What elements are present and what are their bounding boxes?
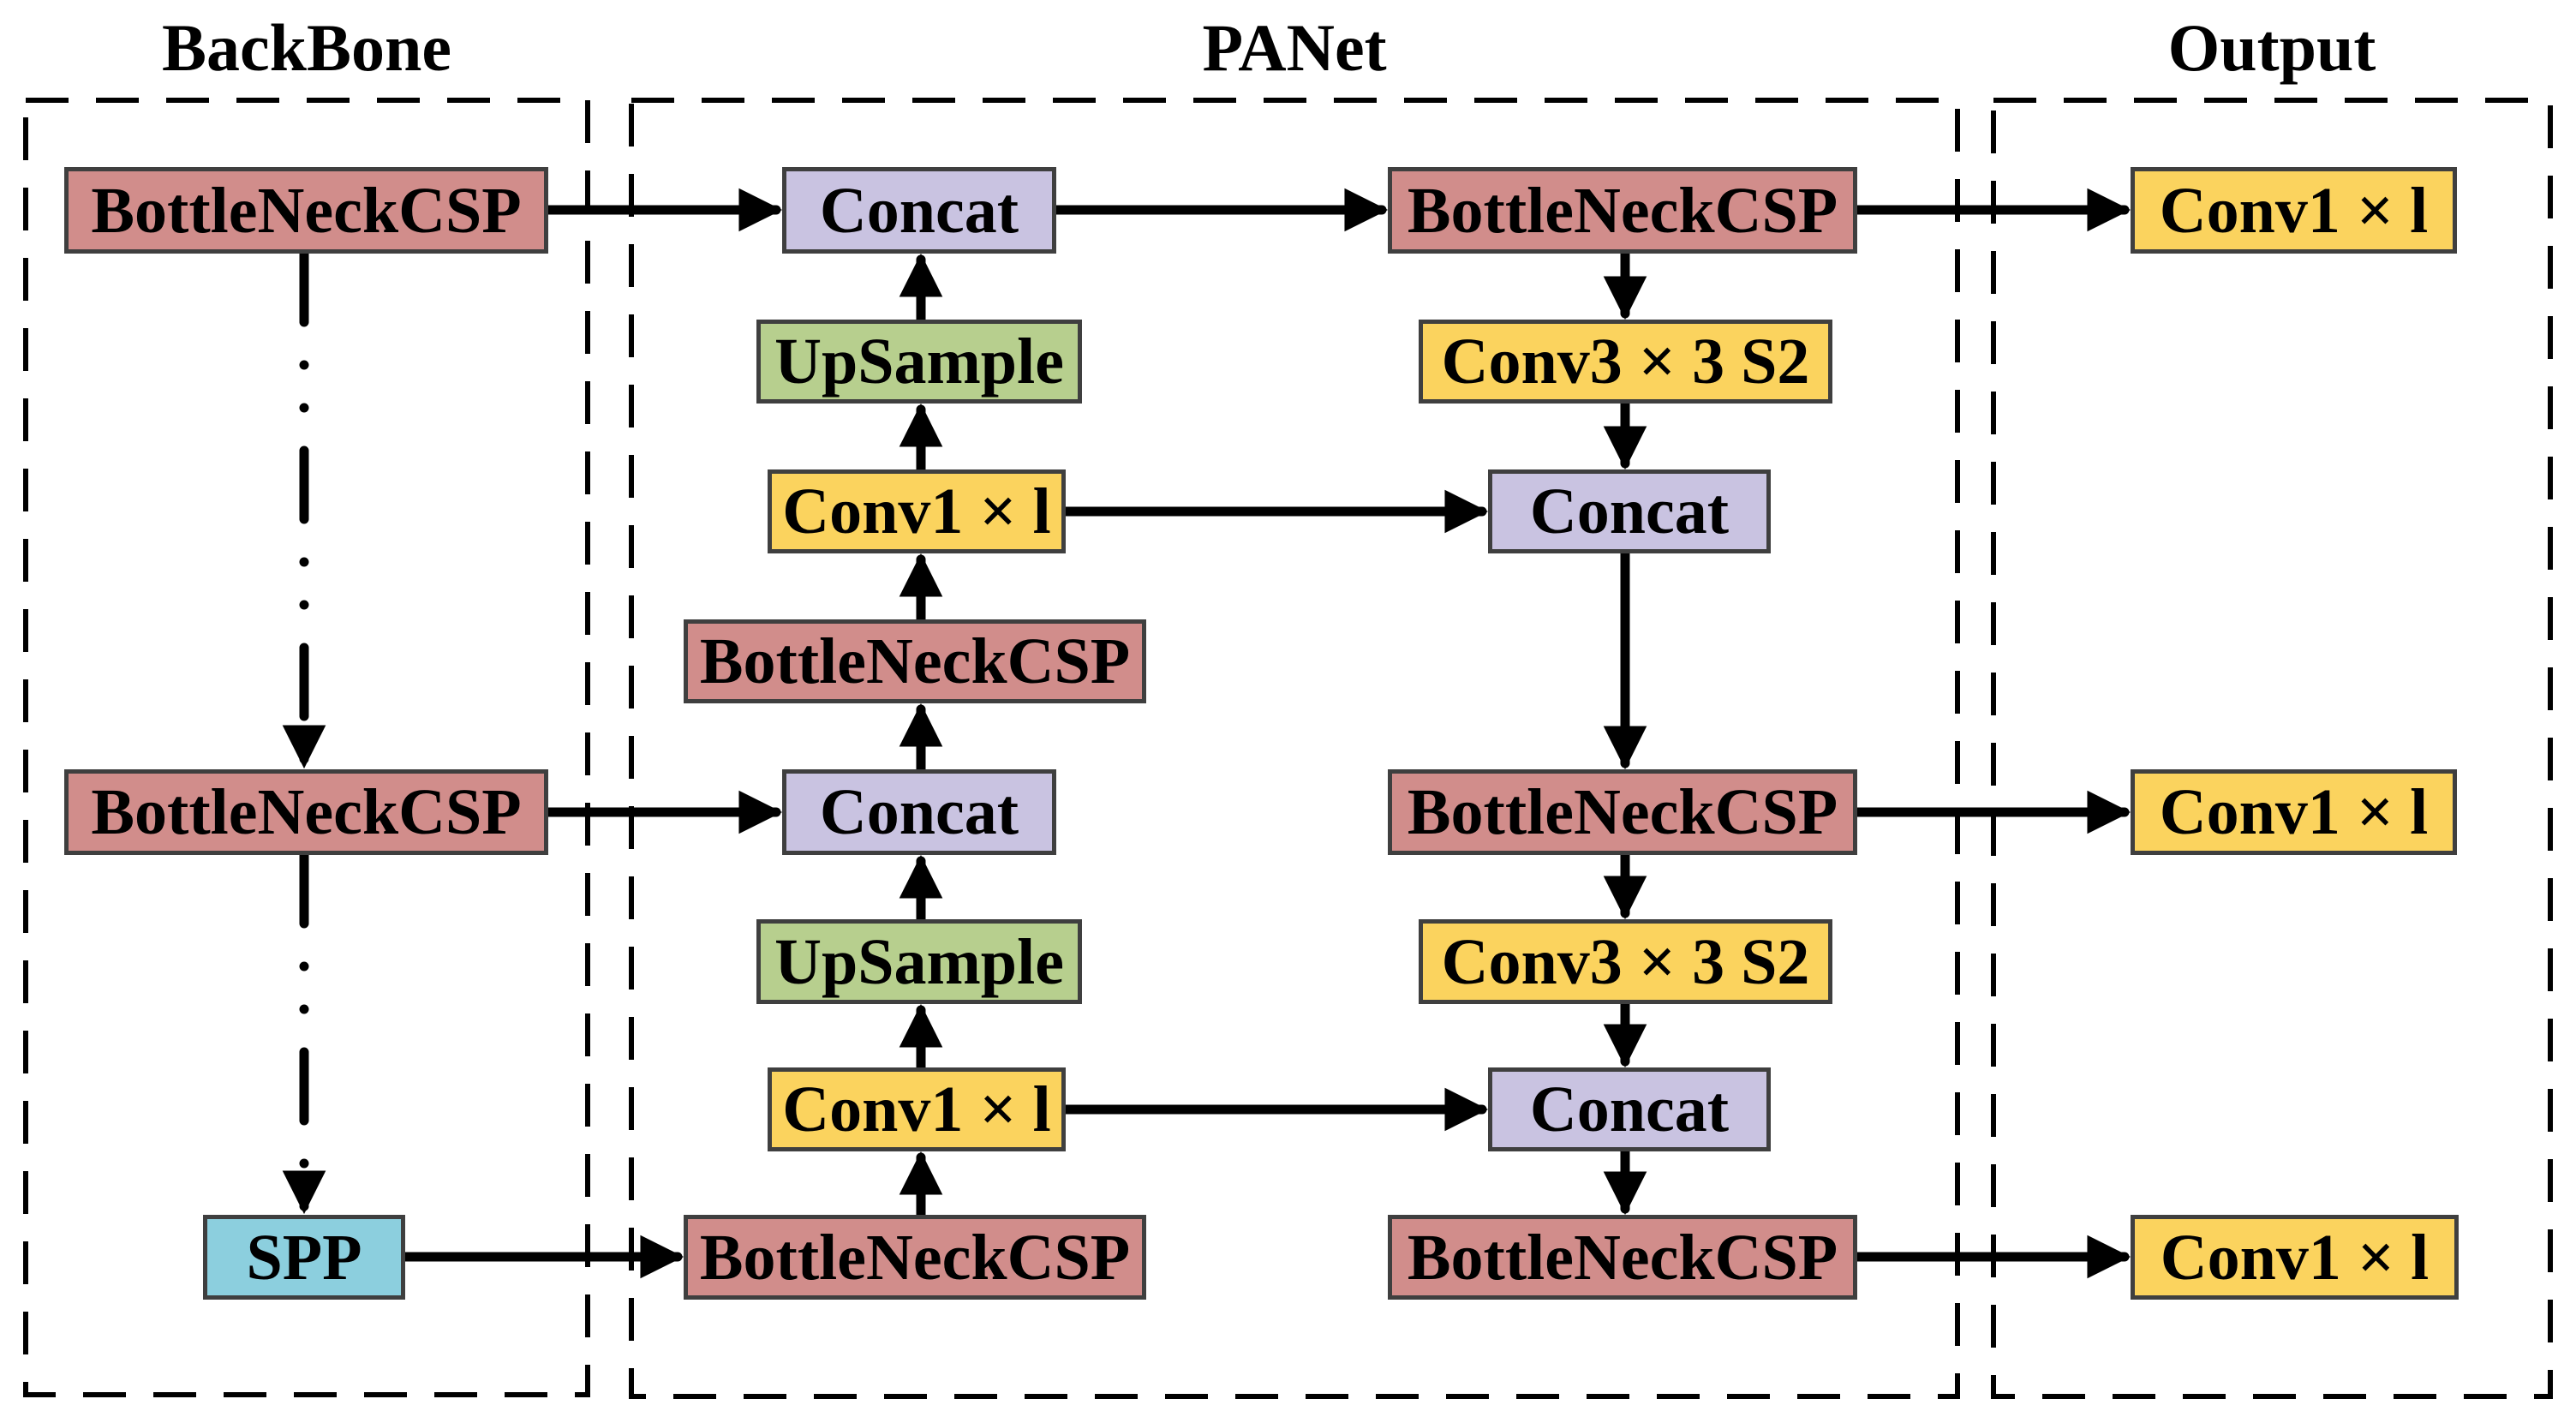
node-panet-conv1x1-mid-2: Conv1 × l [768,1067,1066,1151]
node-panet-bottleneckcsp-mid-1: BottleNeckCSP [684,619,1146,703]
node-panet-bottleneckcsp-right-3: BottleNeckCSP [1388,1215,1857,1300]
output-section-title: Output [2167,10,2376,85]
node-panet-concat-mid-2: Concat [782,769,1056,855]
panet-section-title: PANet [1202,10,1387,85]
panet-section-box [629,98,1960,1399]
node-output-conv1x1-1: Conv1 × l [2131,167,2457,254]
node-backbone-bottleneckcsp-2: BottleNeckCSP [64,769,548,855]
node-panet-concat-mid-1: Concat [782,167,1056,254]
backbone-section-box [23,98,590,1397]
node-panet-upsample-2: UpSample [756,919,1082,1004]
node-panet-conv1x1-mid-1: Conv1 × l [768,469,1066,553]
node-panet-bottleneckcsp-mid-2: BottleNeckCSP [684,1215,1146,1300]
backbone-section-title: BackBone [161,10,452,85]
node-panet-conv3x3s2-2: Conv3 × 3 S2 [1419,919,1832,1004]
node-output-conv1x1-2: Conv1 × l [2131,769,2457,855]
node-panet-bottleneckcsp-right-1: BottleNeckCSP [1388,167,1857,254]
node-panet-conv3x3s2-1: Conv3 × 3 S2 [1419,320,1832,404]
node-panet-concat-right-1: Concat [1488,469,1771,553]
node-panet-upsample-1: UpSample [756,320,1082,404]
node-output-conv1x1-3: Conv1 × l [2131,1215,2459,1300]
node-panet-concat-right-2: Concat [1488,1067,1771,1151]
node-backbone-bottleneckcsp-1: BottleNeckCSP [64,167,548,254]
node-backbone-spp: SPP [203,1215,405,1300]
output-section-box [1991,98,2553,1399]
node-panet-bottleneckcsp-right-2: BottleNeckCSP [1388,769,1857,855]
